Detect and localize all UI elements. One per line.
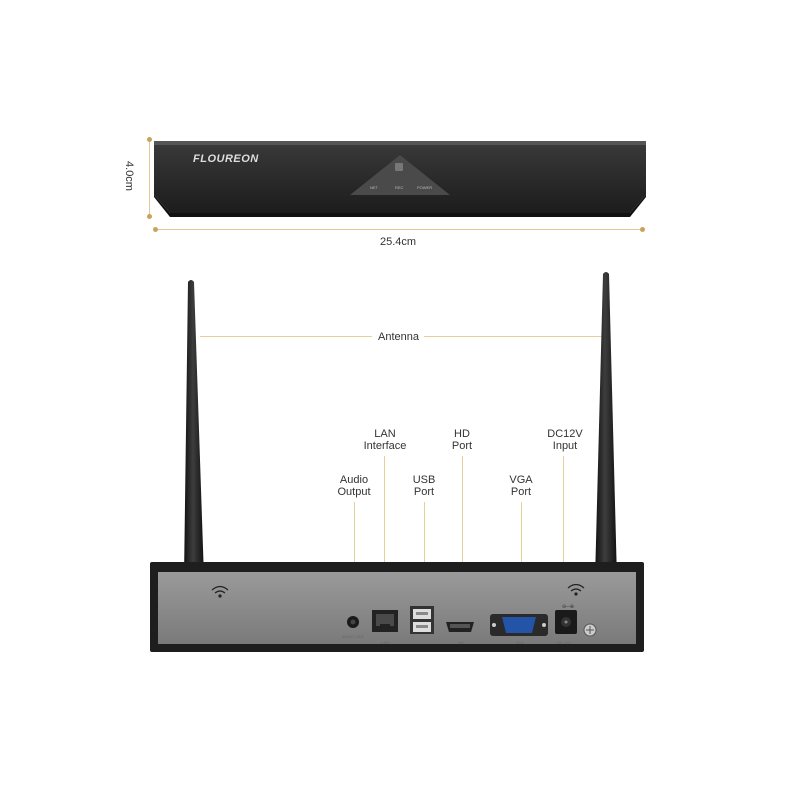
height-label: 4.0cm — [122, 161, 135, 191]
wifi-icon-left — [211, 585, 229, 598]
vga-callout-line1: VGA — [509, 474, 533, 486]
led-label-rec: REC — [395, 185, 404, 190]
led-label-net: NET — [370, 185, 378, 190]
lan-callout-line1: LAN — [374, 428, 396, 440]
hd-callout-line2: Port — [451, 440, 473, 452]
usb-callout-line2: Port — [413, 486, 435, 498]
height-dimension-line — [149, 140, 150, 218]
port-label-audio: AUDIO OUT — [341, 634, 365, 639]
led-label-power: POWER — [417, 185, 433, 190]
width-label: 25.4cm — [380, 236, 417, 248]
usb-callout-line1: USB — [412, 474, 436, 486]
left-antenna — [182, 280, 206, 602]
width-dimension-dot-left — [153, 227, 158, 232]
port-label-lan: LAN — [381, 640, 389, 645]
hd-callout: HD Port — [427, 428, 497, 452]
vga-callout: VGA Port — [486, 474, 556, 498]
vga-callout-line2: Port — [510, 486, 532, 498]
port-label-dc: DC 12V — [556, 640, 571, 645]
antenna-label: Antenna — [378, 331, 419, 343]
usb-callout: USB Port — [389, 474, 459, 498]
audio-callout-line1: Audio — [339, 474, 369, 486]
power-button-icon — [395, 163, 403, 171]
dc-leader-line — [563, 456, 564, 596]
hd-callout-line1: HD — [454, 428, 470, 440]
brand-logo: FLOUREON — [193, 153, 259, 165]
dc-callout-line1: DC12V — [547, 428, 583, 440]
lan-leader-line — [384, 456, 385, 602]
lan-callout: LAN Interface — [350, 428, 420, 452]
hd-leader-line — [462, 456, 463, 616]
audio-callout-line2: Output — [337, 486, 371, 498]
svg-text:⊖─⊕: ⊖─⊕ — [562, 604, 574, 610]
vga-leader-line — [521, 502, 522, 610]
port-label-vga: VGA — [515, 640, 525, 645]
dc-callout-line2: Input — [552, 440, 578, 452]
antenna-line-right — [424, 336, 607, 337]
usb-leader-line — [424, 502, 425, 600]
width-dimension-line — [155, 229, 643, 230]
port-label-hd: HD — [458, 640, 464, 645]
height-dimension-dot-top — [147, 137, 152, 142]
wifi-icon-right — [567, 583, 585, 596]
lan-callout-line2: Interface — [363, 440, 407, 452]
dc-callout: DC12V Input — [530, 428, 600, 452]
width-dimension-dot-right — [640, 227, 645, 232]
dvr-back-body: ⊖─⊕ — [150, 562, 644, 652]
dvr-front-body — [154, 141, 646, 217]
height-dimension-dot-bottom — [147, 214, 152, 219]
antenna-line-left — [200, 336, 372, 337]
audio-callout: Audio Output — [319, 474, 389, 498]
